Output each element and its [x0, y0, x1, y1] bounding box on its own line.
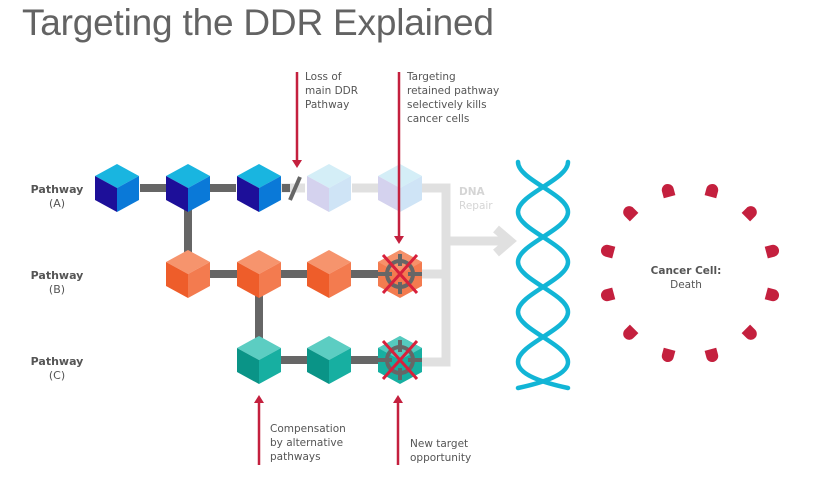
pathway-b-title: Pathway [30, 269, 84, 282]
pathway-a-cubes [95, 164, 422, 212]
loss-line-3: Pathway [305, 99, 350, 111]
cell-membrane-fragment [600, 244, 616, 259]
cancer-cell-title: Cancer Cell: [650, 265, 722, 277]
compensation-arrow-up-icon [254, 395, 264, 465]
pathway-a-label: Pathway (A) [26, 183, 88, 211]
cube-a4-faded [307, 164, 351, 212]
cell-membrane-fragment [661, 183, 676, 199]
cube-c1 [237, 336, 281, 384]
cell-membrane-fragment [623, 324, 639, 340]
page-title: Targeting the DDR Explained [22, 2, 494, 43]
crosshair-target-icon [378, 340, 422, 380]
dna-repair-label: DNA Repair [459, 185, 493, 213]
cube-a1 [95, 164, 139, 212]
loss-arrow-down-icon [292, 72, 302, 168]
loss-annotation: Loss of main DDR Pathway [305, 70, 358, 112]
dna-repair-line-1: DNA [459, 186, 485, 198]
pathway-c-label: Pathway (C) [26, 355, 88, 383]
targeting-arrow-down-icon [394, 72, 404, 244]
cube-a2 [166, 164, 210, 212]
dna-helix-icon [515, 159, 571, 391]
cell-membrane-fragment [741, 324, 757, 340]
cube-b1 [166, 250, 210, 298]
compensation-line-1: Compensation [270, 423, 346, 435]
loss-line-1: Loss of [305, 71, 342, 83]
cube-c3-targeted [378, 336, 422, 384]
crosshair-target-icon [378, 254, 422, 294]
compensation-annotation: Compensation by alternative pathways [270, 422, 346, 464]
cell-membrane-fragment [704, 183, 719, 199]
pathway-a-id: (A) [48, 197, 66, 210]
repair-arrow-head [493, 225, 517, 257]
pathway-b-id: (B) [48, 283, 66, 296]
pathway-break-slash-icon [288, 176, 302, 201]
cell-membrane-fragment [764, 244, 780, 259]
red-x-icon [381, 253, 419, 295]
cube-b3 [307, 250, 351, 298]
pathway-c-title: Pathway [30, 355, 84, 368]
pathway-c-cubes [237, 336, 422, 384]
cube-b2 [237, 250, 281, 298]
loss-line-2: main DDR [305, 85, 359, 97]
new-target-line-1: New target [410, 438, 469, 450]
pathway-b-label: Pathway (B) [26, 269, 88, 297]
targeting-line-4: cancer cells [407, 113, 470, 125]
new-target-arrow-up-icon [393, 395, 403, 465]
cell-membrane-fragment [741, 206, 757, 222]
cube-a3 [237, 164, 281, 212]
annotation-arrows [254, 72, 404, 465]
targeting-line-1: Targeting [407, 71, 456, 83]
compensation-line-3: pathways [270, 451, 321, 463]
cancer-cell-fragments [600, 183, 780, 363]
pathway-c-id: (C) [48, 369, 66, 382]
pathway-a-title: Pathway [30, 183, 84, 196]
cell-membrane-fragment [704, 347, 719, 363]
cancer-cell-label: Cancer Cell: Death [642, 264, 730, 292]
cell-membrane-fragment [623, 206, 639, 222]
cell-membrane-fragment [764, 287, 780, 302]
cube-b4-targeted [378, 250, 422, 298]
targeting-line-3: selectively kills [407, 99, 487, 111]
dna-repair-line-2: Repair [459, 200, 493, 212]
red-x-icon [381, 339, 419, 381]
cell-membrane-fragment [661, 347, 676, 363]
compensation-line-2: by alternative [270, 437, 344, 449]
cube-c2 [307, 336, 351, 384]
new-target-line-2: opportunity [410, 452, 472, 464]
targeting-annotation: Targeting retained pathway selectively k… [407, 70, 499, 126]
pathway-b-cubes [166, 250, 422, 298]
targeting-line-2: retained pathway [407, 85, 500, 97]
cell-membrane-fragment [600, 287, 616, 302]
new-target-annotation: New target opportunity [410, 437, 471, 465]
cancer-cell-subtitle: Death [670, 279, 702, 291]
